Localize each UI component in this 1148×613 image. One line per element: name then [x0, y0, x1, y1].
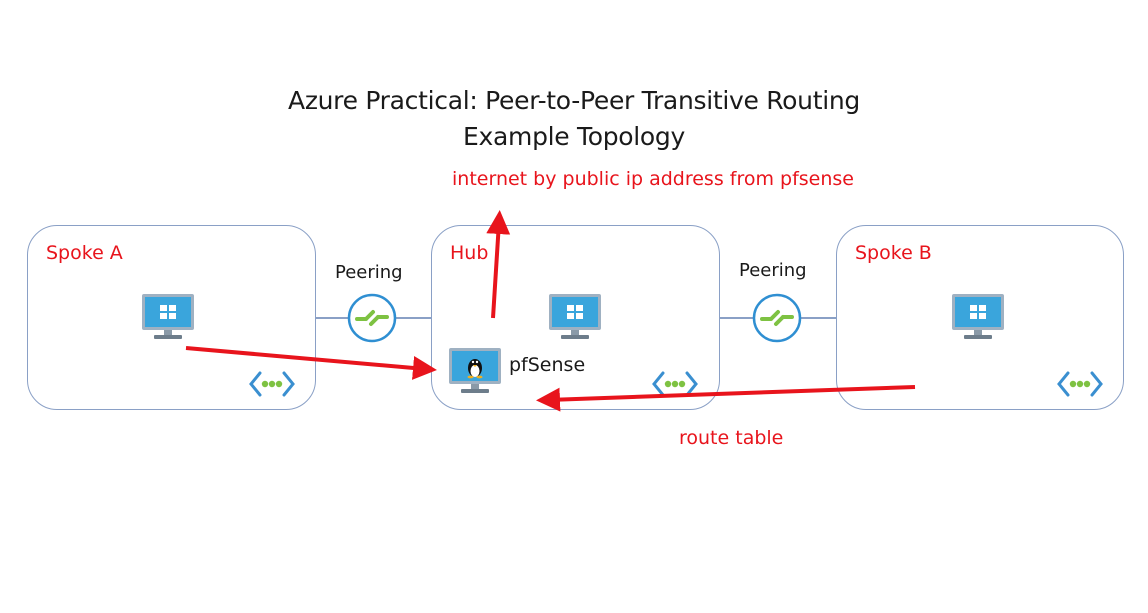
windows-vm-icon [549, 294, 601, 339]
route-table-annotation: route table [679, 427, 784, 449]
peering-icon [752, 293, 802, 343]
virtual-network-icon [652, 371, 698, 397]
peering-label-right: Peering [739, 260, 807, 281]
virtual-network-icon [1057, 371, 1103, 397]
vnet-label-spoke-b: Spoke B [855, 242, 932, 264]
diagram-title-line-2: Example Topology [463, 122, 685, 151]
peering-icon [347, 293, 397, 343]
peering-label-left: Peering [335, 262, 403, 283]
arrow-pfsense-to-internet [486, 210, 511, 319]
windows-vm-icon [142, 294, 194, 339]
vnet-label-hub: Hub [450, 242, 489, 264]
arrow-spoke-a-to-pfsense [185, 346, 437, 380]
pfsense-label: pfSense [509, 354, 586, 376]
virtual-network-icon [249, 371, 295, 397]
vnet-label-spoke-a: Spoke A [46, 242, 123, 264]
linux-vm-icon [449, 348, 501, 393]
windows-vm-icon [952, 294, 1004, 339]
diagram-title-line-1: Azure Practical: Peer-to-Peer Transitive… [288, 86, 860, 115]
arrow-spoke-b-to-pfsense [536, 385, 916, 412]
internet-annotation: internet by public ip address from pfsen… [452, 168, 854, 190]
